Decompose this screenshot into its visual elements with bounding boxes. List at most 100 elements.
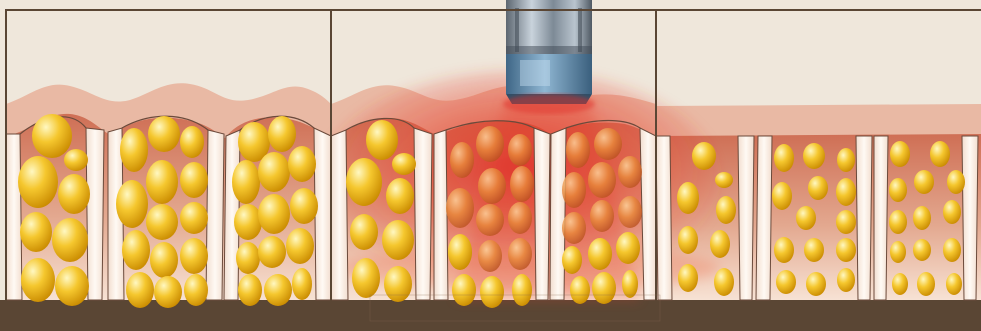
fat-cell-icon (803, 143, 825, 169)
fat-cell-icon (258, 152, 290, 192)
fat-cell-icon (264, 274, 292, 306)
fat-cell-icon (512, 274, 532, 306)
fat-cell-icon (350, 214, 378, 250)
fat-cell-icon (677, 182, 699, 214)
septum (856, 136, 872, 300)
fat-cell-icon (64, 149, 88, 171)
fat-cell-icon (776, 270, 796, 294)
fat-cell-icon (382, 220, 414, 260)
fat-cell-icon (836, 178, 856, 206)
fat-cell-icon (146, 160, 178, 204)
fat-cell-icon (21, 258, 55, 302)
fat-cell-icon (914, 170, 934, 194)
fat-cell-icon (452, 274, 476, 306)
fat-cell-icon (180, 238, 208, 274)
fat-cell-icon (292, 268, 312, 300)
fat-cell-icon (268, 116, 296, 152)
fat-cell-icon (508, 202, 532, 234)
fat-cell-icon (154, 276, 182, 308)
fat-cell-icon (478, 240, 502, 272)
fat-cell-icon (508, 238, 532, 270)
fat-cell-icon (286, 228, 314, 264)
fat-cell-icon (946, 273, 962, 295)
fat-cell-icon (930, 141, 950, 167)
fat-cell-icon (116, 180, 148, 228)
fat-cell-icon (889, 178, 907, 202)
fat-cell-icon (913, 239, 931, 261)
fat-cell-icon (446, 188, 474, 228)
septum (206, 130, 224, 300)
fat-cell-icon (476, 204, 504, 236)
fat-cell-icon (508, 134, 532, 166)
septum (414, 128, 432, 300)
fat-cell-icon (566, 132, 590, 168)
fat-cell-icon (562, 172, 586, 208)
fat-cell-icon (616, 232, 640, 264)
fat-cell-icon (804, 238, 824, 262)
fat-cell-icon (592, 272, 616, 304)
fat-cell-icon (18, 156, 58, 208)
septum (314, 128, 331, 300)
fat-cell-icon (122, 230, 150, 270)
fat-cell-icon (678, 264, 698, 292)
fat-cell-icon (478, 168, 506, 204)
fat-cell-icon (180, 126, 204, 158)
applicator-contact-glow (503, 94, 595, 114)
fat-cell-icon (716, 196, 736, 224)
fat-cell-icon (806, 272, 826, 296)
fat-cell-icon (836, 210, 856, 234)
fat-cell-icon (258, 194, 290, 234)
applicator-groove (515, 8, 519, 52)
fat-cell-icon (715, 172, 733, 188)
fat-cell-icon (837, 268, 855, 292)
fat-cell-icon (892, 273, 908, 295)
septum (962, 136, 978, 300)
fat-cell-icon (774, 144, 794, 172)
fat-cell-icon (917, 272, 935, 296)
fat-cell-icon (710, 230, 730, 258)
fat-cell-icon (943, 200, 961, 224)
fat-cell-icon (594, 128, 622, 160)
septum (331, 130, 348, 300)
fat-cell-icon (366, 120, 398, 160)
fat-cell-icon (258, 236, 286, 268)
shockwave-applicator-icon (503, 0, 595, 114)
fat-cell-icon (120, 128, 148, 172)
fat-cell-icon (20, 212, 52, 252)
fat-cell-icon (32, 114, 72, 158)
fat-cell-icon (692, 142, 716, 170)
fat-cell-icon (889, 210, 907, 234)
septum (756, 136, 772, 300)
septum (656, 136, 672, 300)
fat-cell-icon (476, 126, 504, 162)
fat-cell-icon (126, 272, 154, 308)
fat-cell-icon (570, 276, 590, 304)
septum (550, 128, 566, 300)
fat-cell-icon (774, 237, 794, 263)
fat-cell-icon (622, 270, 638, 298)
applicator-groove (578, 8, 582, 52)
septum (738, 136, 754, 300)
applicator-tip-highlight (520, 60, 550, 86)
fat-cell-icon (346, 158, 382, 206)
septum (434, 130, 448, 300)
fat-cell-icon (588, 238, 612, 270)
fat-cell-icon (772, 182, 792, 210)
fat-cell-icon (55, 266, 89, 306)
fat-cell-icon (386, 178, 414, 214)
fat-cell-icon (947, 170, 965, 194)
fat-cell-icon (290, 188, 318, 224)
fat-cell-icon (796, 206, 816, 230)
fat-cell-icon (890, 241, 906, 263)
fat-cell-icon (448, 234, 472, 270)
fat-cell-icon (562, 246, 582, 274)
fat-cell-icon (352, 258, 380, 298)
fat-cell-icon (236, 242, 260, 274)
fat-cell-icon (943, 238, 961, 262)
fat-cell-icon (714, 268, 734, 296)
fat-cell-icon (180, 202, 208, 234)
fat-cell-icon (238, 274, 262, 306)
fat-cell-icon (148, 116, 180, 152)
fat-cell-icon (450, 142, 474, 178)
